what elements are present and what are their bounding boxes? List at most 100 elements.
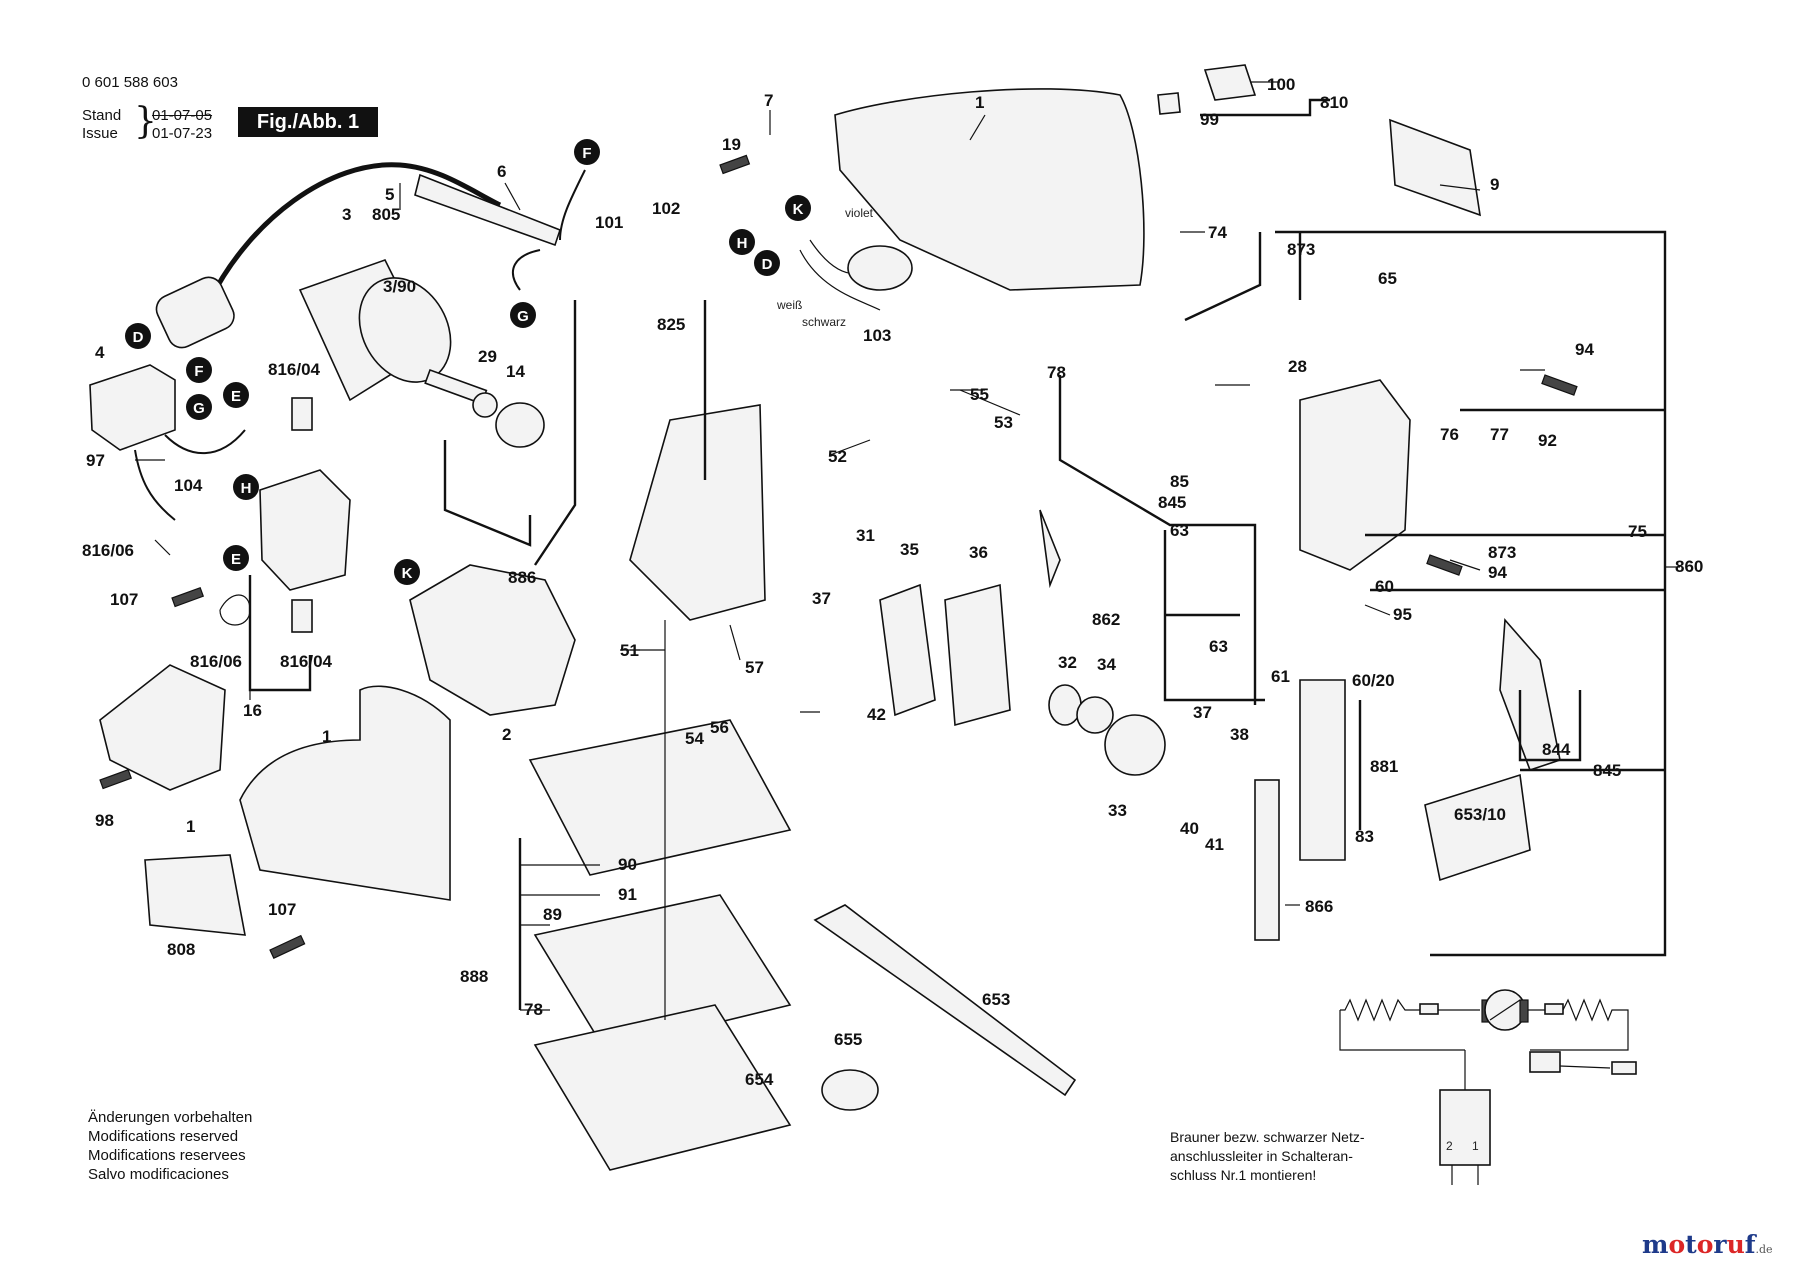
connector-markers: D D E E F F G G H H K K xyxy=(125,139,811,585)
part-label: 65 xyxy=(1378,269,1397,288)
note-line: Änderungen vorbehalten xyxy=(88,1109,253,1126)
bearing-14-drawing xyxy=(495,402,545,448)
part-label: 90 xyxy=(618,855,637,874)
part-label: 816/06 xyxy=(82,541,134,560)
part-label: 74 xyxy=(1208,223,1227,242)
stand-label: Stand xyxy=(82,107,122,124)
svg-text:E: E xyxy=(231,388,241,405)
cam-35-drawing xyxy=(879,583,936,717)
part-label: 31 xyxy=(856,526,875,545)
screw-94-a-drawing xyxy=(1541,374,1578,396)
part-label: 1 xyxy=(186,817,195,836)
part-label: 845 xyxy=(1158,493,1186,512)
part-label: 654 xyxy=(745,1070,774,1089)
part-label: 845 xyxy=(1593,761,1621,780)
wire-g-drawing xyxy=(511,249,541,291)
watermark-letter: f xyxy=(1744,1230,1756,1259)
switch-lever-drawing xyxy=(1039,509,1061,589)
part-label: 32 xyxy=(1058,653,1077,672)
part-label: 816/06 xyxy=(190,652,242,671)
part-label: 881 xyxy=(1370,757,1398,776)
part-label: 866 xyxy=(1305,897,1333,916)
wire-color-black: schwarz xyxy=(802,315,846,329)
wiring-note-line: schluss Nr.1 montieren! xyxy=(1170,1167,1317,1183)
dust-tube-653-drawing xyxy=(813,904,1077,1097)
part-label: 94 xyxy=(1488,563,1507,582)
note-line: Modifications reservees xyxy=(88,1147,246,1164)
part-label: 29 xyxy=(478,347,497,366)
part-label: 35 xyxy=(900,540,919,559)
watermark-letter: u xyxy=(1726,1230,1745,1259)
part-label: 37 xyxy=(1193,703,1212,722)
part-label: 888 xyxy=(460,967,488,986)
part-label: 99 xyxy=(1200,110,1219,129)
part-label: 805 xyxy=(372,205,400,224)
schematic-terminal-label: 1 xyxy=(1472,1139,1479,1153)
shoe-plate-drawing xyxy=(528,719,792,876)
wire-color-labels: violet weiß schwarz xyxy=(776,206,913,329)
part-label: 76 xyxy=(1440,425,1459,444)
part-label: 36 xyxy=(969,543,988,562)
connector-marker: G xyxy=(186,394,212,420)
issue-label: Issue xyxy=(82,125,118,142)
part-label: 816/04 xyxy=(280,652,333,671)
watermark-letter: r xyxy=(1713,1230,1727,1259)
part-label: 7 xyxy=(764,91,773,110)
switch-drawing xyxy=(89,364,176,451)
gear-33-drawing xyxy=(1104,714,1166,776)
part-label: 844 xyxy=(1542,740,1571,759)
watermark-logo: motoruf.de xyxy=(1642,1230,1773,1259)
svg-text:H: H xyxy=(241,480,252,497)
cap-655-drawing xyxy=(821,1069,879,1111)
part-label: 816/04 xyxy=(268,360,321,379)
label-9-drawing xyxy=(1389,118,1481,217)
part-label: 655 xyxy=(834,1030,862,1049)
watermark-letter: m xyxy=(1642,1230,1669,1259)
figure-badge: Fig./Abb. 1 xyxy=(238,107,378,137)
watermark-letter: t xyxy=(1685,1230,1697,1259)
wire-104-drawing xyxy=(164,429,246,455)
needle-bearing-32-drawing xyxy=(1048,684,1082,726)
part-label: 101 xyxy=(595,213,623,232)
shoe-89-drawing xyxy=(533,894,792,1051)
part-label: 98 xyxy=(95,811,114,830)
part-label: 54 xyxy=(685,729,704,748)
label-808-drawing xyxy=(144,854,246,936)
wire-color-violet: violet xyxy=(845,206,874,220)
wire-grommet-drawing xyxy=(847,245,913,291)
part-label: 6 xyxy=(497,162,506,181)
part-label: 34 xyxy=(1097,655,1116,674)
connector-marker: K xyxy=(394,559,420,585)
part-label: 808 xyxy=(167,940,195,959)
gearbox-drawing xyxy=(1299,379,1411,571)
screw-107-a-drawing xyxy=(171,586,205,608)
svg-text:E: E xyxy=(231,551,241,568)
connector-marker: F xyxy=(186,357,212,383)
part-label: 102 xyxy=(652,199,680,218)
wire-color-white: weiß xyxy=(776,298,802,312)
part-drawings xyxy=(89,64,1578,1171)
ring-34-drawing xyxy=(1076,696,1114,734)
modification-notes: Änderungen vorbehalten Modifications res… xyxy=(88,1108,252,1184)
part-label: 85 xyxy=(1170,472,1189,491)
watermark-tld: .de xyxy=(1755,1243,1773,1256)
deflector-653-10-drawing xyxy=(1424,773,1531,882)
svg-text:H: H xyxy=(737,235,748,252)
part-label: 40 xyxy=(1180,819,1199,838)
part-label: 886 xyxy=(508,568,536,587)
stator-drawing xyxy=(409,564,576,716)
part-label: 38 xyxy=(1230,725,1249,744)
part-label: 89 xyxy=(543,905,562,924)
part-label: 16 xyxy=(243,701,262,720)
part-label: 862 xyxy=(1092,610,1120,629)
connector-marker: D xyxy=(125,323,151,349)
part-label: 653 xyxy=(982,990,1010,1009)
part-label: 42 xyxy=(867,705,886,724)
svg-text:F: F xyxy=(194,363,203,380)
part-labels: 1 1 1 2 3 3/90 4 5 6 7 9 14 16 19 28 29 … xyxy=(82,75,1703,1089)
part-label: 14 xyxy=(506,362,525,381)
brush-816-04-a-drawing xyxy=(291,397,313,431)
wiring-note-line: Brauner bezw. schwarzer Netz- xyxy=(1170,1129,1365,1145)
part-label: 100 xyxy=(1267,75,1295,94)
